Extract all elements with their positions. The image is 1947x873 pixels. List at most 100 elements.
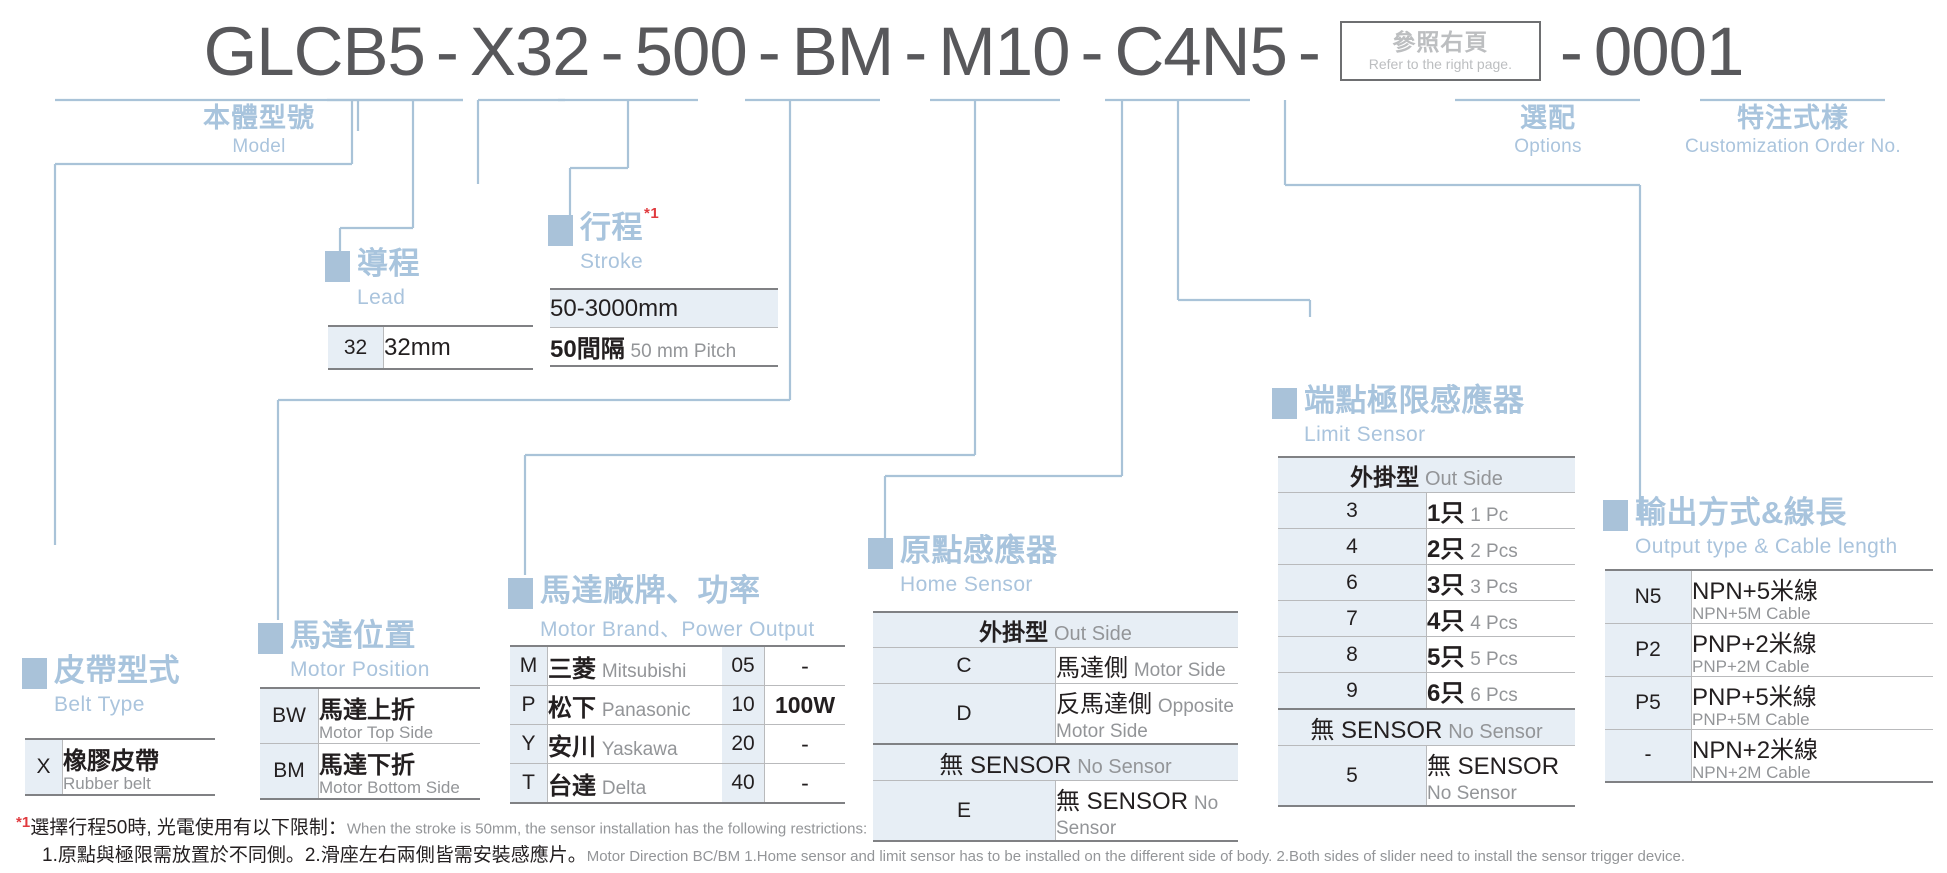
section-belt-type: 皮帶型式 Belt Type: [22, 653, 180, 717]
limit-sensor-nosensor-header: 無 SENSOR No Sensor: [1278, 708, 1575, 746]
code-separator: -: [904, 12, 928, 90]
label-customization-cn: 特注式樣: [1737, 103, 1849, 133]
limit-sensor-value: 5只 5 Pcs: [1426, 636, 1575, 673]
motor-brand-name: 台達 Delta: [547, 763, 722, 804]
output-type-value: NPN+5米線 NPN+5M Cable: [1691, 568, 1933, 624]
section-motor-position-title: 馬達位置: [258, 618, 430, 654]
section-stroke-en: Stroke: [580, 250, 644, 273]
limit-sensor-code: 7: [1278, 600, 1427, 637]
section-motor-position-en: Motor Position: [290, 658, 430, 681]
footnote-marker: *1: [644, 204, 660, 222]
table-header-row: 無 SENSOR No Sensor: [1278, 708, 1575, 746]
limit-sensor-code: 9: [1278, 672, 1427, 710]
section-lead-cn: 導程: [357, 246, 420, 281]
limit-sensor-value: 1只 1 Pc: [1426, 492, 1575, 529]
section-motor-position-cn: 馬達位置: [290, 618, 416, 653]
bullet-square-icon: [1603, 500, 1628, 531]
section-lead-en: Lead: [357, 286, 406, 309]
section-belt-type-cn: 皮帶型式: [54, 653, 180, 688]
code-separator: -: [1080, 12, 1104, 90]
code-segment-belt-lead: X32: [469, 12, 591, 90]
output-type-code: N5: [1605, 568, 1692, 624]
section-stroke-title: 行程*1: [548, 204, 660, 246]
label-options-en: Options: [1514, 135, 1582, 157]
footnote-line-2: 1.原點與極限需放置於不同側。2.滑座左右兩側皆需安裝感應片。Motor Dir…: [16, 842, 1926, 870]
table-header-row: 外掛型 Out Side: [873, 611, 1238, 648]
limit-sensor-code: 5: [1278, 745, 1427, 807]
output-type-value: PNP+5米線 PNP+5M Cable: [1691, 676, 1933, 730]
table-row: P 松下 Panasonic 10 100W: [510, 685, 845, 725]
label-customization-en: Customization Order No.: [1685, 135, 1901, 157]
lead-value: 32mm: [383, 325, 533, 370]
table-motor-brand: M 三菱 Mitsubishi 05 - P 松下 Panasonic 10 1…: [510, 645, 845, 804]
output-type-code: P2: [1605, 623, 1692, 677]
code-option-box-cn: 參照右頁: [1392, 29, 1489, 55]
table-row: C 馬達側 Motor Side: [873, 647, 1238, 684]
bullet-square-icon: [508, 578, 533, 609]
output-type-value: PNP+2米線 PNP+2M Cable: [1691, 623, 1933, 677]
table-row: - NPN+2米線 NPN+2M Cable: [1605, 729, 1933, 784]
home-sensor-code: C: [873, 647, 1056, 684]
motor-power-code: 20: [722, 724, 765, 764]
table-row: BM 馬達下折 Motor Bottom Side: [260, 743, 480, 800]
limit-sensor-value: 3只 3 Pcs: [1426, 564, 1575, 601]
limit-sensor-code: 6: [1278, 564, 1427, 601]
bullet-square-icon: [548, 215, 573, 246]
table-row: T 台達 Delta 40 -: [510, 763, 845, 804]
model-code-header: GLCB5 - X32 - 500 - BM - M10 - C4N5 - 參照…: [0, 8, 1947, 94]
motor-power-code: 10: [722, 685, 765, 725]
section-output-type-title: 輸出方式&線長: [1603, 496, 1898, 531]
limit-sensor-value: 4只 4 Pcs: [1426, 600, 1575, 637]
lead-code: 32: [328, 325, 384, 370]
section-motor-position: 馬達位置 Motor Position: [258, 618, 430, 682]
output-type-code: P5: [1605, 676, 1692, 730]
bullet-square-icon: [868, 538, 893, 569]
motor-power-code: 40: [722, 763, 765, 804]
motor-position-code: BM: [260, 743, 319, 800]
motor-power-value: -: [764, 763, 845, 804]
limit-sensor-value: 6只 6 Pcs: [1426, 672, 1575, 710]
section-output-type-en: Output type & Cable length: [1635, 535, 1898, 558]
code-segment-motor-position: BM: [791, 12, 894, 90]
table-header-row: 無 SENSOR No Sensor: [873, 743, 1238, 781]
limit-sensor-header: 外掛型 Out Side: [1278, 456, 1575, 493]
code-segment-sensor: C4N5: [1114, 12, 1287, 90]
limit-sensor-value: 2只 2 Pcs: [1426, 528, 1575, 565]
motor-power-value: -: [764, 645, 845, 686]
home-sensor-header: 外掛型 Out Side: [873, 611, 1238, 648]
label-model-cn: 本體型號: [203, 103, 315, 133]
stroke-range: 50-3000mm: [550, 288, 778, 328]
table-row: P2 PNP+2米線 PNP+2M Cable: [1605, 623, 1933, 677]
table-motor-position: BW 馬達上折 Motor Top Side BM 馬達下折 Motor Bot…: [260, 687, 480, 800]
label-model: 本體型號 Model: [55, 103, 463, 158]
section-lead: 導程 Lead: [325, 246, 420, 310]
table-row: 4 2只 2 Pcs: [1278, 528, 1575, 565]
home-sensor-value: 無 SENSOR No Sensor: [1055, 780, 1238, 842]
table-row: 50-3000mm: [550, 288, 778, 328]
label-options-cn: 選配: [1520, 103, 1576, 133]
section-home-sensor: 原點感應器 Home Sensor: [868, 534, 1058, 597]
code-segment-stroke: 500: [634, 12, 748, 90]
table-row: 50間隔 50 mm Pitch: [550, 327, 778, 367]
motor-brand-code: P: [510, 685, 548, 725]
footnote-line-1-cn: 選擇行程50時, 光電使用有以下限制：: [30, 817, 347, 839]
code-separator: -: [600, 12, 624, 90]
section-motor-brand-cn: 馬達廠牌、功率: [540, 573, 761, 608]
table-home-sensor: 外掛型 Out Side C 馬達側 Motor Side D 反馬達側 Opp…: [873, 611, 1238, 842]
section-stroke-cn: 行程*1: [580, 204, 660, 245]
code-segment-model: GLCB5: [203, 12, 426, 90]
table-row: E 無 SENSOR No Sensor: [873, 780, 1238, 842]
section-belt-type-en: Belt Type: [54, 693, 145, 716]
footnote: *1選擇行程50時, 光電使用有以下限制：When the stroke is …: [16, 812, 1926, 869]
limit-sensor-code: 4: [1278, 528, 1427, 565]
code-separator: -: [435, 12, 459, 90]
motor-brand-code: M: [510, 645, 548, 686]
table-lead: 32 32mm: [328, 325, 533, 370]
limit-sensor-value: 無 SENSOR No Sensor: [1426, 745, 1575, 807]
table-limit-sensor: 外掛型 Out Side 3 1只 1 Pc 4 2只 2 Pcs 6 3只 3…: [1278, 456, 1575, 807]
table-stroke: 50-3000mm 50間隔 50 mm Pitch: [550, 288, 778, 367]
belt-type-code: X: [25, 738, 63, 796]
home-sensor-code: E: [873, 780, 1056, 842]
section-home-sensor-en: Home Sensor: [900, 573, 1033, 596]
table-row: BW 馬達上折 Motor Top Side: [260, 687, 480, 744]
